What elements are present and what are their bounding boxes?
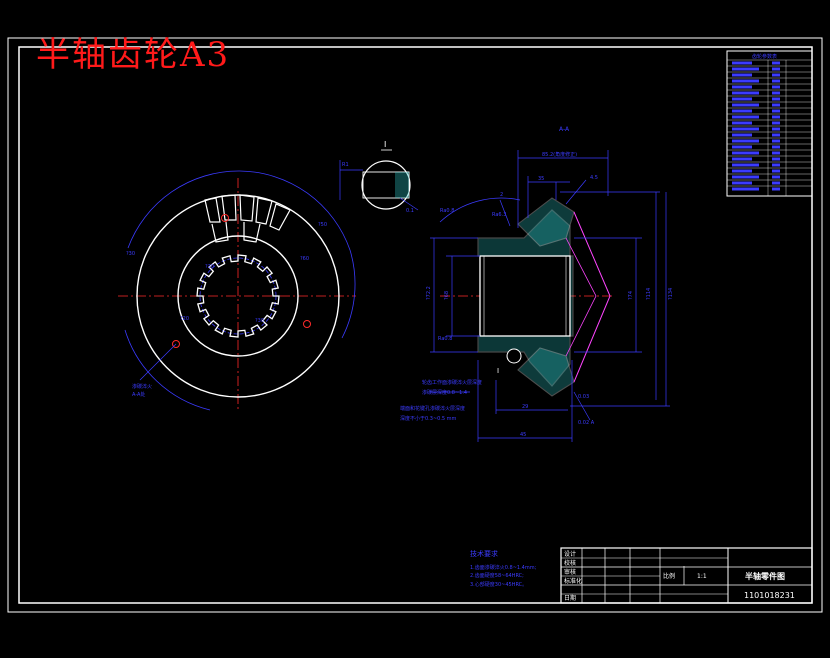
svg-text:?72.2: ?72.2	[426, 286, 432, 300]
svg-text:35: 35	[538, 176, 544, 182]
svg-text:4.5: 4.5	[590, 175, 598, 181]
detail-label: I	[497, 367, 499, 375]
technical-notes: 技术要求 1.齿面渗碳淬火0.8~1.4mm; 2.齿面硬度58~64HRC; …	[470, 549, 537, 588]
title-row-date: 日期	[564, 594, 576, 602]
svg-text:0.02 A: 0.02 A	[578, 420, 595, 426]
svg-text:45: 45	[520, 432, 526, 438]
parameter-table: 齿轮参数表	[726, 50, 813, 197]
detail-section-I: I R1 0.1	[339, 140, 419, 214]
right-annotation-2: 端面和花键孔渗碳淬火层深度	[400, 405, 465, 412]
svg-text:2: 2	[500, 192, 503, 198]
svg-text:?30: ?30	[126, 251, 135, 257]
svg-text:R1: R1	[342, 162, 349, 168]
title-row-review: 审核	[564, 568, 576, 576]
section-label: I	[384, 140, 386, 149]
svg-text:?74: ?74	[628, 291, 634, 300]
outer-border	[7, 37, 823, 613]
svg-text:?134: ?134	[668, 288, 674, 300]
svg-text:Ra0.8: Ra0.8	[440, 208, 454, 214]
part-name: 半轴零件图	[745, 571, 785, 581]
title-row-standard: 标准化	[564, 577, 582, 585]
title-watermark: 半轴齿轮A3	[36, 35, 231, 75]
scale-value: 1:1	[697, 573, 707, 580]
sectional-view: A-A I	[400, 126, 674, 442]
svg-text:渗碳层深度0.8~1.4: 渗碳层深度0.8~1.4	[422, 389, 467, 396]
title-block: 设计 校核 审核 标准化 日期 比例 1:1 半轴零件图 1101018231	[560, 547, 813, 604]
svg-text:深度不小于0.3~0.5 mm: 深度不小于0.3~0.5 mm	[400, 415, 457, 422]
drawing-number: 1101018231	[744, 591, 795, 600]
scale-label: 比例	[663, 572, 675, 580]
svg-text:?30: ?30	[255, 318, 264, 324]
view-label-top: A-A	[559, 126, 570, 133]
gear-face-view: ?30 ?50 ?60 ?20 ?20 ?30 渗碳淬火 A-A处	[118, 170, 356, 412]
svg-text:29: 29	[522, 404, 528, 410]
title-row-design: 设计	[564, 550, 576, 558]
svg-text:85.2(角度修正): 85.2(角度修正)	[542, 151, 577, 158]
svg-text:0.1: 0.1	[406, 208, 414, 214]
svg-text:Ra6.3: Ra6.3	[492, 212, 506, 218]
left-annotation-2: A-A处	[132, 391, 145, 398]
right-annotation-1: 轮齿工作面渗碳淬火层深度	[422, 379, 482, 386]
svg-text:?68: ?68	[444, 291, 450, 300]
note-3: 3.心部硬度30~45HRC。	[470, 581, 527, 588]
note-2: 2.齿面硬度58~64HRC;	[470, 572, 524, 579]
note-1: 1.齿面渗碳淬火0.8~1.4mm;	[470, 564, 537, 571]
svg-text:?114: ?114	[646, 288, 652, 300]
inner-border	[18, 46, 813, 604]
svg-text:?60: ?60	[300, 256, 309, 262]
svg-text:?50: ?50	[318, 222, 327, 228]
svg-text:?20: ?20	[205, 264, 214, 270]
parameter-table-title: 齿轮参数表	[752, 53, 777, 60]
title-row-check: 校核	[564, 559, 576, 567]
svg-text:Ra0.8: Ra0.8	[438, 336, 452, 342]
left-annotation-1: 渗碳淬火	[132, 383, 152, 390]
svg-text:0.03: 0.03	[578, 394, 589, 400]
notes-title: 技术要求	[470, 549, 498, 558]
svg-text:?20: ?20	[180, 316, 189, 322]
